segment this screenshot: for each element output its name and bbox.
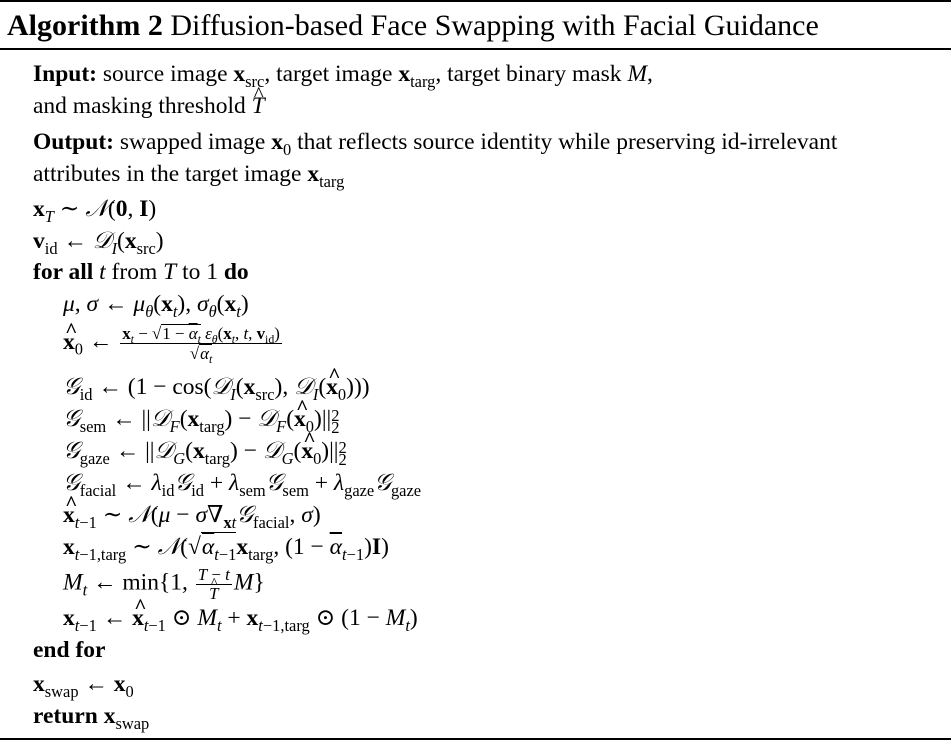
do-keyword: do [223,259,249,285]
step-m-t: Mt ← min{1, T − t T M} [63,566,265,603]
output-line-1: Output: swapped image x0 that reflects s… [33,129,838,159]
algorithm-title: Diffusion-based Face Swapping with Facia… [170,9,819,42]
output-line-2: attributes in the target image xtarg [33,161,345,191]
to-keyword: to [182,259,201,285]
step-end-for: end for [33,636,105,664]
step-g-facial: 𝒢facial ← λid𝒢id + λsem𝒢sem + λgaze𝒢gaze [63,468,422,500]
step-init-x: xT ∼ 𝒩(0, I) [33,194,157,226]
algorithm-label: Algorithm 2 [7,9,163,42]
from-keyword: from [111,259,158,285]
input-keyword: Input: [33,61,98,87]
step-init-v: vid ← 𝒟I(xsrc) [33,226,164,258]
step-x0-hat: x0 ← xt − √1 − αt εθ(xt, t, vid) √αt [63,316,284,366]
algorithm-caption: Algorithm 2 Diffusion-based Face Swappin… [7,8,819,44]
for-all-keyword: for all [33,259,94,285]
end-for-keyword: end for [33,637,106,663]
step-loop: for all t from T to 1 do [33,259,249,285]
step-x-hat-t-minus-1: xt−1 ∼ 𝒩(μ − σ∇xt𝒢facial, σ) [63,489,321,530]
top-rule [0,0,951,2]
step-return: return xswap [33,703,150,733]
bottom-rule [0,738,951,740]
step-x-t-minus-1: xt−1 ← xt−1 ⊙ Mt + xt−1,targ ⊙ (1 − Mt) [63,592,418,633]
output-keyword: Output: [33,129,114,155]
loop-end-value: 1 [206,259,218,285]
step-g-gaze: 𝒢gaze ← ||𝒟G(xtarg) − 𝒟G(x0)||22 [63,425,347,468]
input-line-1: Input: source image xsrc, target image x… [33,61,653,91]
step-g-id: 𝒢id ← (1 − cos(𝒟I(xsrc), 𝒟I(x0))) [63,361,370,402]
step-swap: xswap ← x0 [33,671,134,701]
input-line-2: and masking threshold T [33,80,265,120]
return-keyword: return [33,703,98,729]
mask-fraction: T − t T [195,566,232,603]
step-g-sem: 𝒢sem ← ||𝒟F(xtarg) − 𝒟F(x0)||22 [63,393,339,436]
step-x-t-minus-1-targ: xt−1,targ ∼ 𝒩(√αt−1xtarg, (1 − αt−1)I) [63,532,389,564]
x0-hat-fraction: xt − √1 − αt εθ(xt, t, vid) √αt [120,324,282,366]
step-mu-sigma: μ, σ ← μθ(xt), σθ(xt) [63,291,249,321]
caption-rule [0,48,951,50]
